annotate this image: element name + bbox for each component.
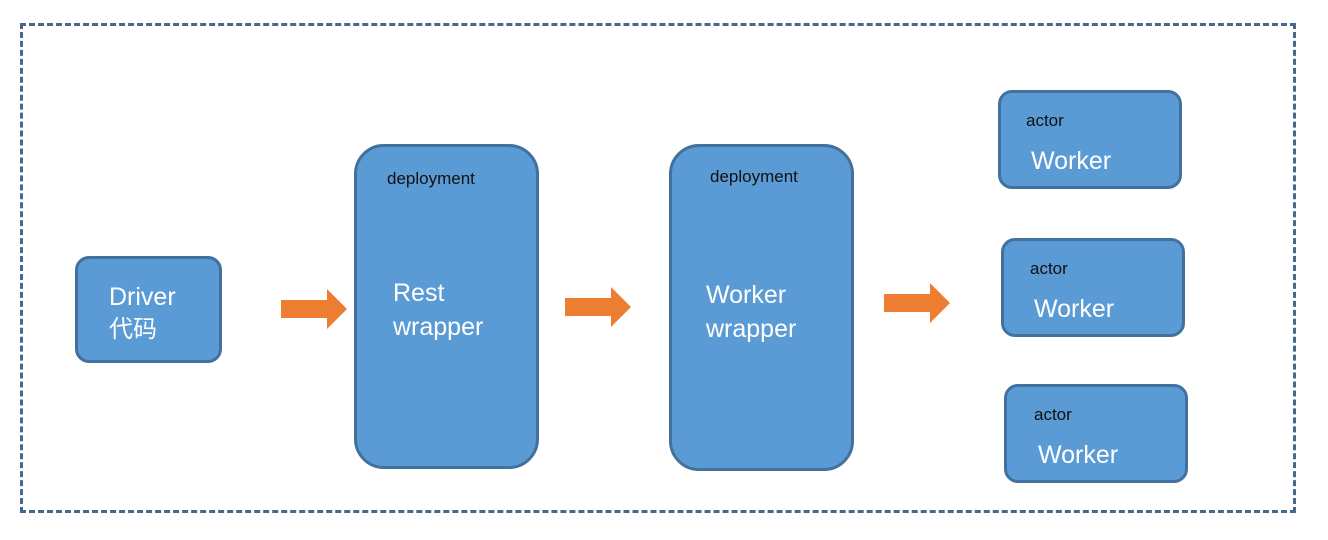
actor-label: Worker — [1031, 147, 1112, 175]
actor-worker-box: actor Worker — [1004, 384, 1188, 483]
driver-label: Driver — [109, 283, 176, 311]
actor-tag: actor — [1026, 111, 1064, 130]
actor-label: Worker — [1034, 295, 1115, 323]
actor-tag: actor — [1030, 259, 1068, 278]
actor-worker-box: actor Worker — [1001, 238, 1185, 337]
worker-wrapper-deployment: deployment Worker wrapper — [669, 144, 854, 471]
worker-wrapper-label-line2: wrapper — [706, 315, 797, 343]
actor-tag: actor — [1034, 405, 1072, 424]
right-arrow-icon — [281, 289, 347, 329]
actor-label: Worker — [1038, 441, 1119, 469]
right-arrow-icon — [565, 287, 631, 327]
right-arrow-icon — [884, 283, 950, 323]
worker-wrapper-label-line1: Worker — [706, 281, 787, 309]
driver-sublabel: 代码 — [109, 315, 157, 343]
system-boundary — [20, 23, 1296, 513]
rest-wrapper-deployment: deployment Rest wrapper — [354, 144, 539, 469]
actor-worker-box: actor Worker — [998, 90, 1182, 189]
worker-wrapper-tag: deployment — [710, 167, 798, 186]
rest-wrapper-tag: deployment — [387, 169, 475, 188]
rest-wrapper-label-line1: Rest — [393, 279, 445, 307]
driver-box: Driver 代码 — [75, 256, 222, 363]
rest-wrapper-label-line2: wrapper — [393, 313, 484, 341]
